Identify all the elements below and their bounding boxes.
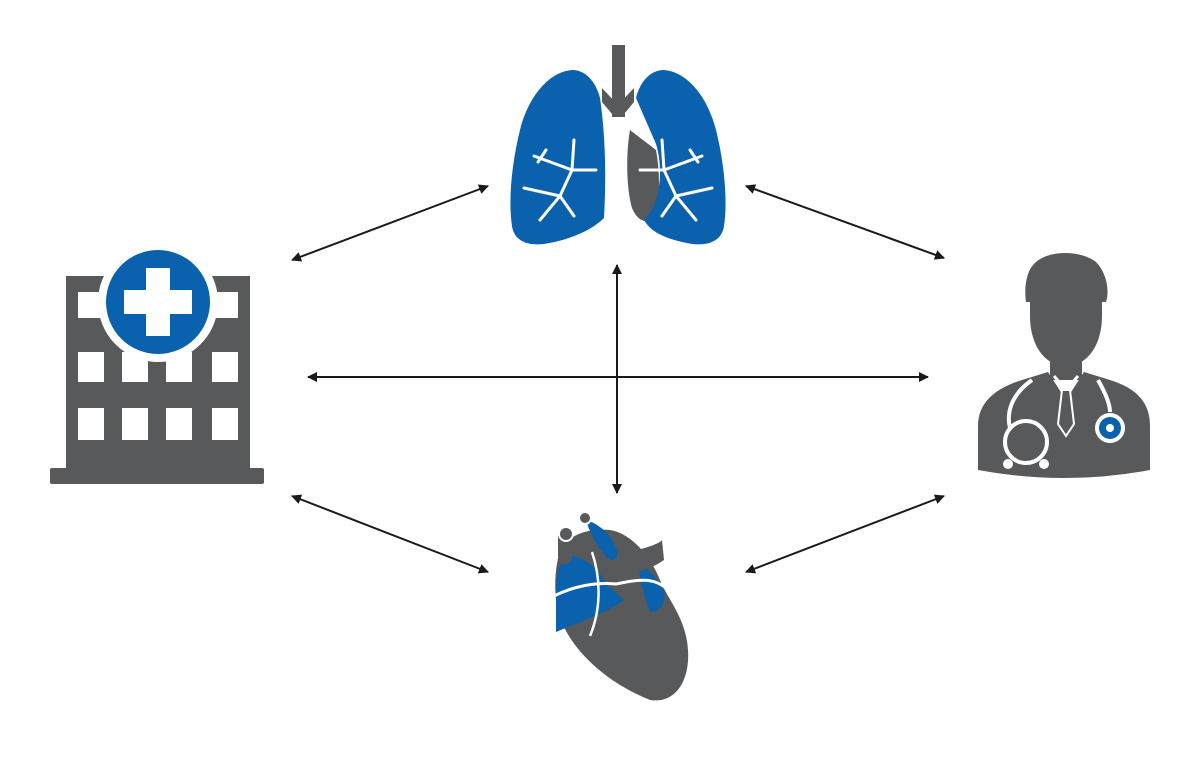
- connections: [291, 184, 945, 574]
- arrow-heart-doctor: [745, 494, 945, 574]
- heart-icon: [553, 511, 689, 701]
- hospital-icon: [50, 242, 264, 484]
- lungs-icon: [510, 45, 726, 245]
- arrow-lungs-doctor: [745, 184, 945, 260]
- arrow-hospital-lungs: [291, 184, 489, 262]
- doctor-icon: [978, 253, 1150, 478]
- arrow-hospital-heart: [291, 494, 489, 574]
